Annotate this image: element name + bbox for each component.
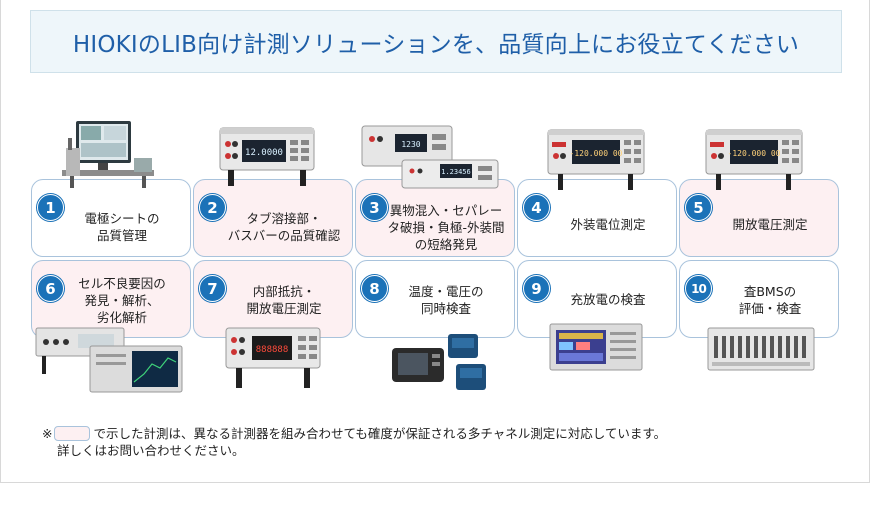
d5-readout: -120.000 00 — [728, 149, 781, 158]
cell-label: 充放電の検査 — [570, 292, 646, 307]
electrode-sheet-tester-image — [62, 121, 154, 188]
d7-readout: 888888 — [256, 345, 289, 355]
cell-label: 内部抵抗・ 開放電圧測定 — [246, 284, 322, 316]
cell-label: 外装電位測定 — [570, 217, 646, 232]
bms-tester-rack-image — [707, 327, 815, 371]
battery-hitester-image: 888888 — [225, 327, 321, 388]
step-number-badge: 2 — [199, 194, 226, 221]
resistance-meter-image: 12.0000 — [219, 127, 315, 186]
cell-label: 開放電圧測定 — [732, 217, 808, 232]
note-marker: ※ — [42, 426, 53, 441]
charge-discharge-tester-image — [549, 323, 643, 371]
step-number-badge: 3 — [361, 194, 388, 221]
ocv-meter-image: -120.000 00 — [705, 129, 803, 190]
measurement-cell-5: 5 開放電圧測定 — [679, 179, 839, 257]
d3b-readout: 1.23456 — [441, 168, 471, 176]
page-title: HIOKIのLIB向け計測ソリューションを、品質向上にお役立てください — [72, 31, 800, 58]
measurement-cell-10: 10 査BMSの 評価・検査 — [679, 260, 839, 338]
footnote: ※ で示した計測は、異なる計測器を組み合わせても確度が保証される多チャネル測定に対… — [42, 425, 666, 459]
d4-readout: -120.000 00 — [570, 149, 623, 158]
cell-label: タブ溶接部・ バスバーの品質確認 — [227, 211, 341, 243]
step-number-badge: 6 — [37, 275, 64, 302]
cell-label: 温度・電圧の 同時検査 — [408, 284, 484, 316]
note-line-1: で示した計測は、異なる計測器を組み合わせても確度が保証される多チャネル測定に対応… — [93, 426, 667, 441]
impedance-analyzer-image — [35, 327, 183, 393]
cell-label: 異物混入・セパレー タ破損・負極-外装間 の短絡発見 — [387, 203, 505, 252]
d3-readout: 1230 — [401, 140, 420, 149]
step-number-badge: 8 — [361, 275, 388, 302]
note-line-2: 詳しくはお問い合わせください。 — [57, 443, 245, 458]
measurement-cell-7: 7 内部抵抗・ 開放電圧測定 — [193, 260, 353, 338]
cell-label: セル不良要因の 発見・解析、 劣化解析 — [78, 276, 166, 325]
title-banner: HIOKIのLIB向け計測ソリューションを、品質向上にお役立てください — [30, 10, 842, 73]
measurement-cell-1: 1 電極シートの 品質管理 — [31, 179, 191, 257]
step-number-badge: 4 — [523, 194, 550, 221]
d2-readout: 12.0000 — [245, 148, 283, 158]
measurement-cell-6: 6 セル不良要因の 発見・解析、 劣化解析 — [31, 260, 191, 338]
highlight-legend-box — [54, 426, 91, 441]
measurement-cell-4: 4 外装電位測定 — [517, 179, 677, 257]
cell-label: 電極シートの 品質管理 — [84, 211, 160, 243]
voltmeter-image: -120.000 00 — [547, 129, 645, 190]
step-number-badge: 5 — [685, 194, 712, 221]
measurement-cell-8: 8 温度・電圧の 同時検査 — [355, 260, 515, 338]
step-number-badge: 9 — [523, 275, 550, 302]
step-number-badge: 10 — [685, 275, 712, 302]
cell-label: 査BMSの 評価・検査 — [738, 284, 802, 316]
step-number-badge: 7 — [199, 275, 226, 302]
step-number-badge: 1 — [37, 194, 64, 221]
insulation-tester-image: 1230 1.23456 — [361, 125, 499, 189]
data-logger-image — [392, 334, 486, 390]
